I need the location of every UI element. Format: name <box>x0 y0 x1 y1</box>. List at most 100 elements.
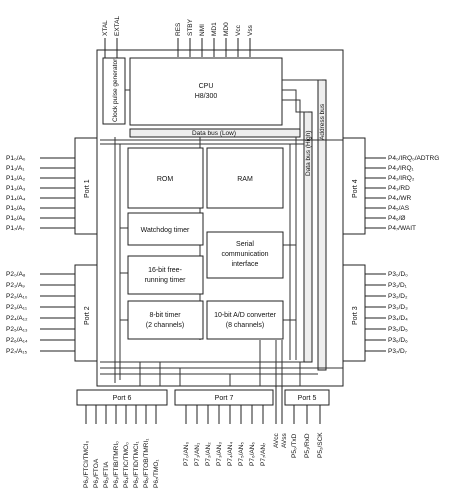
port-4-label: Port 4 <box>352 179 359 198</box>
port-7-pin: P7₆/AN₆ <box>249 405 256 466</box>
port-4-pin: P4₂/IRQ₂ <box>365 175 415 182</box>
port-4-block <box>342 137 366 235</box>
port-1-pin: P1₄/A₄ <box>6 195 75 202</box>
port-4-pin-label: P4₅/AS <box>388 205 410 212</box>
port-3-pin-label: P3₅/D₅ <box>388 326 408 333</box>
port-1-pin-label: P1₇/A₇ <box>6 225 25 232</box>
port-4-pin: P4₆/Ø <box>365 215 405 222</box>
port-1-pin-label: P1₄/A₄ <box>6 195 26 202</box>
port-3-pin-label: P3₄/D₄ <box>388 315 408 322</box>
port-7-pin-label: P7₂/AN₂ <box>205 442 212 466</box>
port-7-pin: P7₂/AN₂ <box>205 405 212 466</box>
port-1-block <box>74 137 98 235</box>
port-7-pin: P7₇/AN₇ <box>260 405 267 466</box>
port-1-pin-label: P1₆/A₆ <box>6 215 26 222</box>
tmr-label-line2: (2 channels) <box>146 322 185 329</box>
free-running-timer-block <box>127 255 204 295</box>
port-3-pin: P3₄/D₄ <box>365 315 408 322</box>
ram-label: RAM <box>237 176 253 183</box>
port-3-pin: P3₂/D₂ <box>365 293 408 300</box>
port-7-block <box>174 389 274 406</box>
port-3-pin-label: P3₆/D₆ <box>388 337 408 344</box>
port-7-pin-label: P7₇/AN₇ <box>260 443 267 466</box>
port-5-pin-label: P5₂/SCK <box>317 432 324 458</box>
address-bus-label: Address bus <box>319 103 326 140</box>
port-7-pin: P7₀/AN₀ <box>183 405 190 466</box>
port-6-label: Port 6 <box>113 395 132 402</box>
port-5-pin: P5₂/SCK <box>317 405 324 458</box>
port-2-pin: P2₄/A₁₂ <box>6 315 75 322</box>
port-2-pin: P2₃/A₁₁ <box>6 304 75 311</box>
top-pin-label: XTAL <box>102 20 109 36</box>
port-1-pin: P1₁/A₁ <box>6 165 75 172</box>
port-2-pin: P2₆/A₁₄ <box>6 337 75 344</box>
cpu-model: H8/300 <box>195 93 218 100</box>
port-4-pin: P4₀/IRQ₀/ADTRG <box>365 155 439 162</box>
port-6-pin-label: P6₁/FTOA <box>93 458 100 488</box>
port-6-pin: P6₂/FTIA <box>103 405 110 488</box>
rom-label: ROM <box>157 176 174 183</box>
port-7-pin: P7₁/AN₁ <box>194 405 201 466</box>
clock-pulse-generator <box>102 57 126 125</box>
port-1-pin: P1₇/A₇ <box>6 225 75 232</box>
port-7-pin: P7₄/AN₄ <box>227 405 234 466</box>
port-3-pin-label: P3₀/D₀ <box>388 271 408 278</box>
port-1-pin-label: P1₂/A₂ <box>6 175 26 182</box>
analog-pin: AVss <box>281 386 288 448</box>
port-4-pin-label: P4₃/RD <box>388 185 410 192</box>
top-pin: NMI <box>199 24 206 57</box>
data-bus-low-label: Data bus (Low) <box>192 130 236 137</box>
port-2-pin-label: P2₂/A₁₀ <box>6 293 28 300</box>
data-bus-low <box>129 128 301 138</box>
data-bus-high-label: Data bus (High) <box>305 130 312 176</box>
ad-converter-block <box>206 300 284 340</box>
port-2-pin-label: P2₅/A₁₃ <box>6 326 28 333</box>
top-pin: MD1 <box>211 22 218 57</box>
top-pin: RES <box>175 22 182 57</box>
port-3-pin-label: P3₁/D₁ <box>388 282 408 289</box>
port-6-pin-label: P6₆/FTOB/TMRI₁ <box>143 438 150 488</box>
port-7-pin-label: P7₆/AN₆ <box>249 442 256 466</box>
port-3-label: Port 3 <box>352 306 359 325</box>
top-pin-label: RES <box>175 22 182 36</box>
port-2-pin-label: P2₄/A₁₂ <box>6 315 28 322</box>
port-7-pin-label: P7₅/AN₅ <box>238 442 245 466</box>
adc-label-line1: 10-bit A/D converter <box>214 312 277 319</box>
port-3-pin: P3₁/D₁ <box>365 282 408 289</box>
port-4-pin-label: P4₂/IRQ₂ <box>388 175 415 182</box>
top-pin-label: Vcc <box>235 24 242 36</box>
port-6-pin-label: P6₃/FTIB/TMRI₀ <box>113 441 120 488</box>
port-3-pin: P3₃/D₃ <box>365 304 408 311</box>
frt-label-line1: 16-bit free- <box>148 267 183 274</box>
clock-label: Clock pulse generator <box>112 58 119 122</box>
rom-block <box>127 147 204 209</box>
top-pin-label: NMI <box>199 24 206 36</box>
port-2-pin-label: P2₁/A₉ <box>6 282 25 289</box>
port-5-label: Port 5 <box>298 395 317 402</box>
port-7-pin: P7₃/AN₃ <box>216 405 223 466</box>
port-2-block <box>74 264 98 362</box>
cpu-block <box>129 57 283 126</box>
port-7-pin-label: P7₃/AN₃ <box>216 442 223 466</box>
port-7-pin-label: P7₀/AN₀ <box>183 442 190 466</box>
serial-interface-block <box>206 231 284 279</box>
cpu-name: CPU <box>199 83 214 90</box>
port-2-label: Port 2 <box>84 306 91 325</box>
port-1-pin: P1₃/A₃ <box>6 185 75 192</box>
top-pin: Vcc <box>235 24 242 57</box>
port-4-pin: P4₅/AS <box>365 205 410 212</box>
port-3-pin: P3₆/D₆ <box>365 337 408 344</box>
analog-pin-label: AVcc <box>273 433 280 448</box>
port-7-label: Port 7 <box>215 395 234 402</box>
port-5-pin-label: P5₀/TxD <box>291 433 298 458</box>
port-7-pin-label: P7₄/AN₄ <box>227 442 234 466</box>
port-2-pins: P2₀/A₈ P2₁/A₉ P2₂/A₁₀ P2₃/A₁₁ P2₄/A₁₂ P2… <box>6 271 75 355</box>
port-1-pin-label: P1₅/A₅ <box>6 205 26 212</box>
port-4-pin-label: P4₀/IRQ₀/ADTRG <box>388 155 439 162</box>
port-2-pin-label: P2₃/A₁₁ <box>6 304 28 311</box>
port-6-pin-label: P6₇/TMO₁ <box>153 459 160 488</box>
port-2-pin: P2₂/A₁₀ <box>6 293 75 300</box>
port-6-pin: P6₅/FTID/TMCI₁ <box>133 405 140 488</box>
watchdog-timer-block <box>127 212 204 246</box>
